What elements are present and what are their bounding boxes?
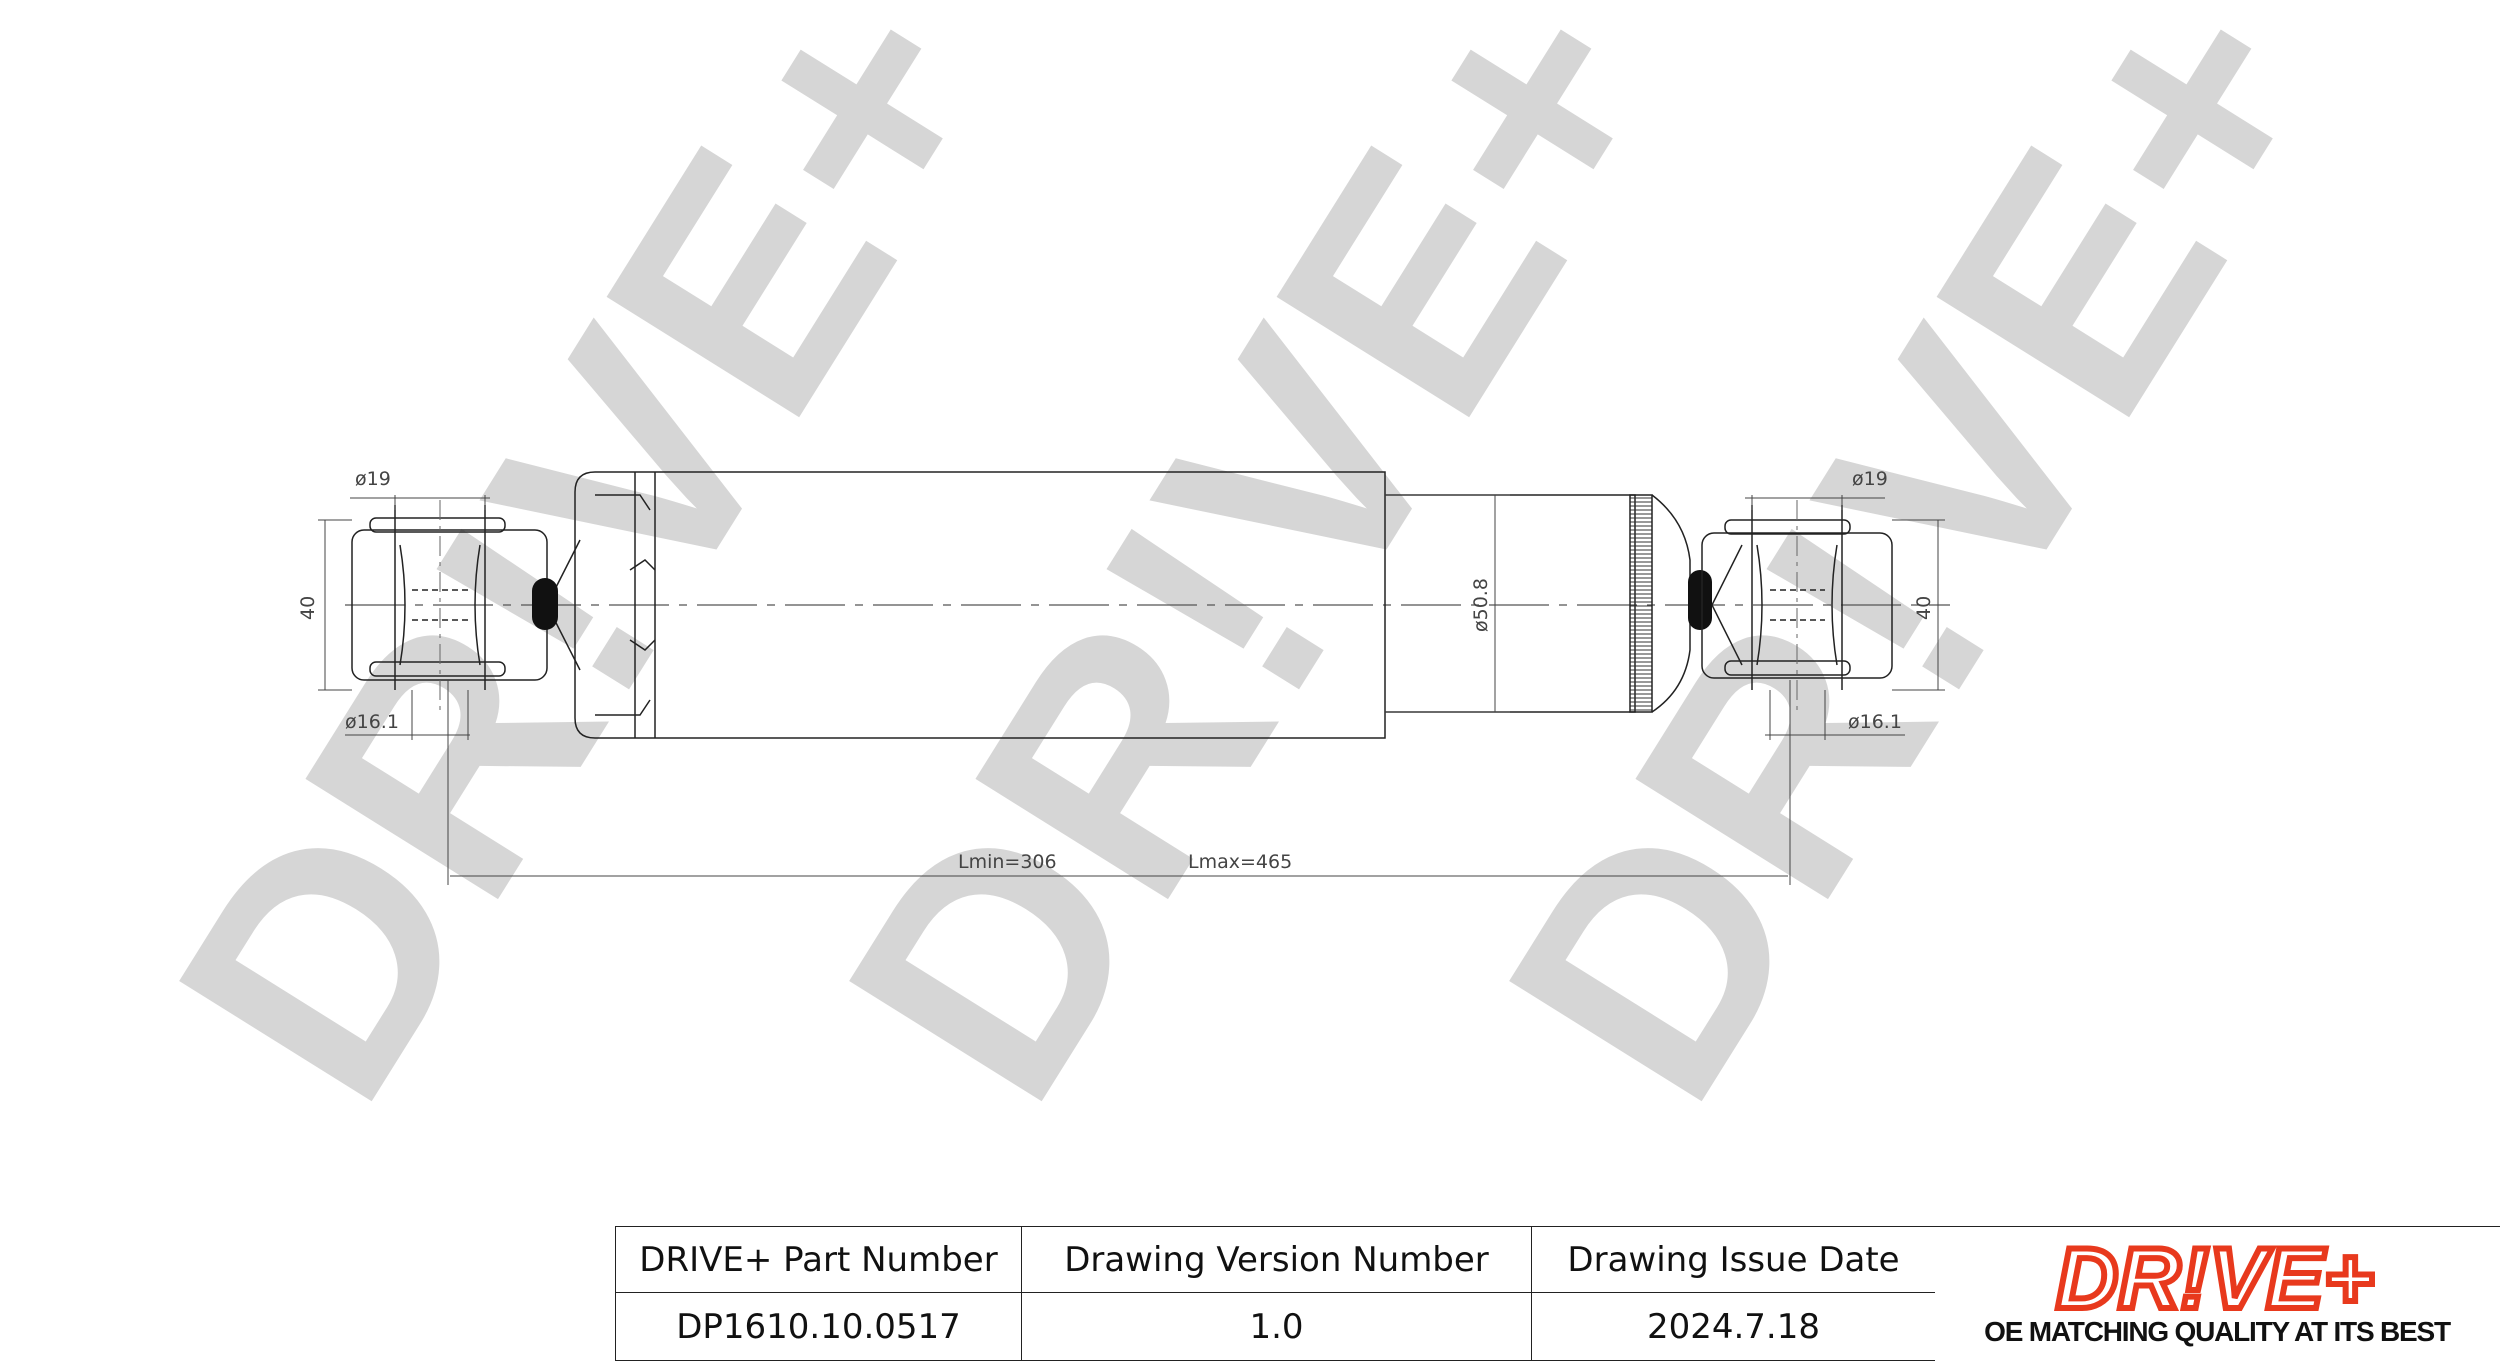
right-eye-height-label: 40 bbox=[1913, 596, 1935, 620]
watermarks: DR!VE+ DR!VE+ DR!VE+ bbox=[106, 0, 2395, 1157]
part-number-header: DRIVE+ Part Number bbox=[615, 1226, 1022, 1293]
title-block: DRIVE+ Part Number Drawing Version Numbe… bbox=[615, 1226, 2500, 1361]
part-number-value: DP1610.10.0517 bbox=[615, 1292, 1022, 1361]
right-eye-dia-label: ø19 bbox=[1852, 468, 1888, 490]
left-rubber-stop bbox=[532, 578, 558, 630]
length-max-label: Lmax=465 bbox=[1188, 851, 1292, 873]
left-bore-dia-label: ø16.1 bbox=[345, 711, 399, 733]
dimension-lines bbox=[318, 494, 1945, 885]
shock-body bbox=[574, 471, 1386, 739]
logo-cell bbox=[1935, 1226, 2500, 1361]
drive-plus-logo: DR!VE+ bbox=[2053, 1238, 2377, 1318]
version-header: Drawing Version Number bbox=[1021, 1226, 1532, 1293]
issue-date-value: 2024.7.18 bbox=[1531, 1292, 1936, 1361]
svg-text:DR!VE+: DR!VE+ bbox=[2056, 1238, 2374, 1318]
version-value: 1.0 bbox=[1021, 1292, 1532, 1361]
length-min-label: Lmin=306 bbox=[958, 851, 1057, 873]
issue-date-header: Drawing Issue Date bbox=[1531, 1226, 1936, 1293]
right-eye-mount bbox=[1701, 500, 1893, 710]
right-rubber-stop bbox=[1688, 570, 1712, 630]
left-eye-dia-label: ø19 bbox=[355, 468, 391, 490]
logo-tagline: OE MATCHING QUALITY AT ITS BEST bbox=[1984, 1316, 2451, 1347]
left-eye-height-label: 40 bbox=[297, 596, 319, 620]
right-bore-dia-label: ø16.1 bbox=[1848, 711, 1902, 733]
body-dia-label: ø50.8 bbox=[1470, 578, 1492, 632]
